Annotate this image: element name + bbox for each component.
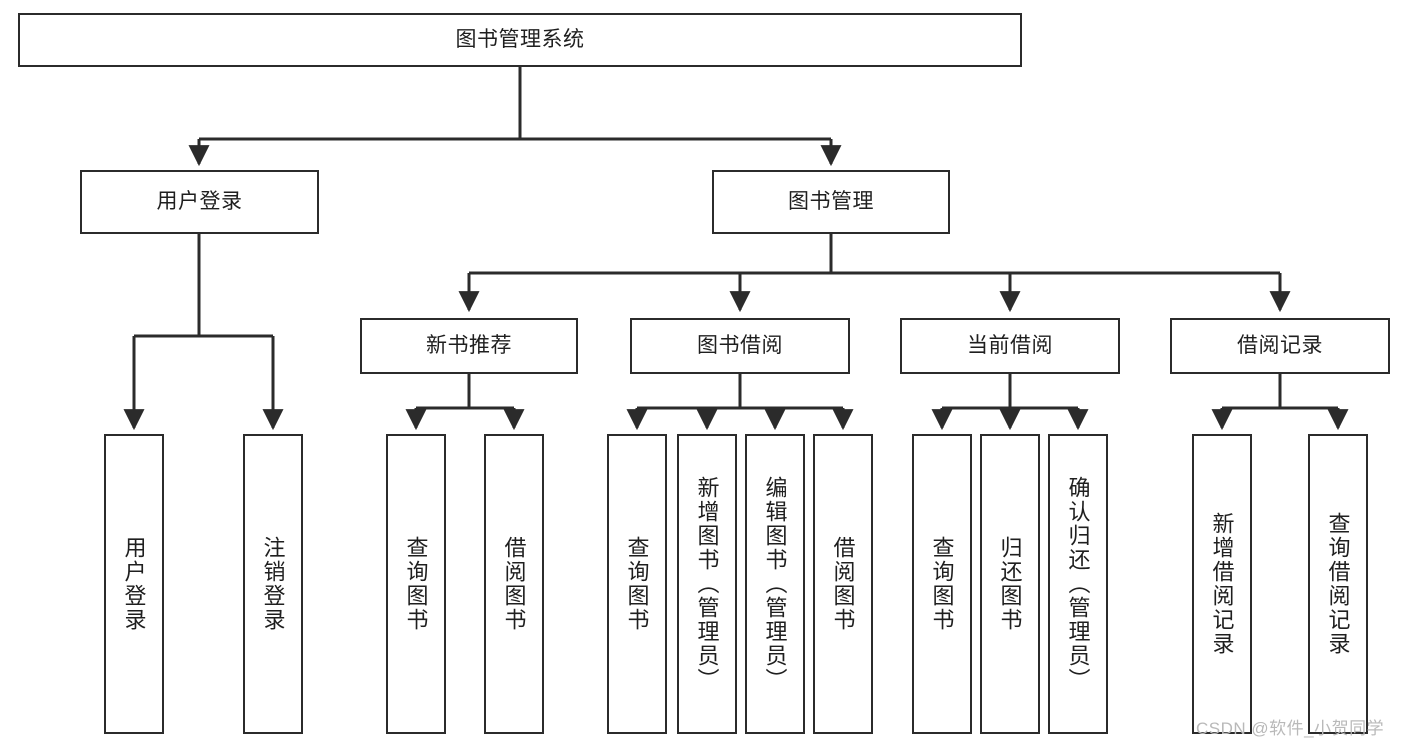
node-leaf-user-login-label: 用户登录 (121, 536, 147, 632)
node-book-borrow-label: 图书借阅 (697, 334, 783, 358)
node-leaf-logout-login[interactable]: 注销登录 (243, 434, 303, 734)
node-leaf-confirm-return-admin-label: 确认归还（管理员） (1065, 476, 1091, 692)
node-book-manage-label: 图书管理 (788, 190, 874, 214)
node-leaf-add-borrow-record[interactable]: 新增借阅记录 (1192, 434, 1252, 734)
node-leaf-add-book-admin[interactable]: 新增图书（管理员） (677, 434, 737, 734)
node-leaf-add-book-admin-label: 新增图书（管理员） (694, 476, 720, 692)
node-user-login-label: 用户登录 (156, 190, 243, 214)
node-leaf-query-book-3-label: 查询图书 (929, 536, 955, 632)
node-leaf-confirm-return-admin[interactable]: 确认归还（管理员） (1048, 434, 1108, 734)
node-leaf-borrow-book-1-label: 借阅图书 (501, 536, 527, 632)
node-new-book-recommend[interactable]: 新书推荐 (360, 318, 578, 374)
node-leaf-borrow-book-2[interactable]: 借阅图书 (813, 434, 873, 734)
node-leaf-borrow-book-1[interactable]: 借阅图书 (484, 434, 544, 734)
node-root-label: 图书管理系统 (455, 28, 585, 52)
node-leaf-add-borrow-record-label: 新增借阅记录 (1209, 512, 1235, 656)
node-current-borrow-label: 当前借阅 (967, 334, 1053, 358)
node-leaf-edit-book-admin[interactable]: 编辑图书（管理员） (745, 434, 805, 734)
node-root[interactable]: 图书管理系统 (18, 13, 1022, 67)
node-leaf-query-book-3[interactable]: 查询图书 (912, 434, 972, 734)
node-leaf-return-book[interactable]: 归还图书 (980, 434, 1040, 734)
node-leaf-user-login[interactable]: 用户登录 (104, 434, 164, 734)
node-leaf-query-book-2-label: 查询图书 (624, 536, 650, 632)
node-book-borrow[interactable]: 图书借阅 (630, 318, 850, 374)
node-current-borrow[interactable]: 当前借阅 (900, 318, 1120, 374)
node-borrow-record-label: 借阅记录 (1237, 334, 1323, 358)
node-leaf-edit-book-admin-label: 编辑图书（管理员） (762, 476, 788, 692)
node-leaf-query-borrow-record-label: 查询借阅记录 (1325, 512, 1351, 656)
node-leaf-query-book-1-label: 查询图书 (403, 536, 429, 632)
node-leaf-query-borrow-record[interactable]: 查询借阅记录 (1308, 434, 1368, 734)
node-leaf-borrow-book-2-label: 借阅图书 (830, 536, 856, 632)
node-leaf-query-book-2[interactable]: 查询图书 (607, 434, 667, 734)
watermark-text: CSDN @软件_小贺同学 (1196, 719, 1385, 738)
node-book-manage[interactable]: 图书管理 (712, 170, 950, 234)
node-borrow-record[interactable]: 借阅记录 (1170, 318, 1390, 374)
node-leaf-logout-login-label: 注销登录 (260, 536, 286, 632)
node-user-login[interactable]: 用户登录 (80, 170, 319, 234)
node-leaf-return-book-label: 归还图书 (997, 536, 1023, 632)
node-new-book-recommend-label: 新书推荐 (426, 334, 512, 358)
node-leaf-query-book-1[interactable]: 查询图书 (386, 434, 446, 734)
